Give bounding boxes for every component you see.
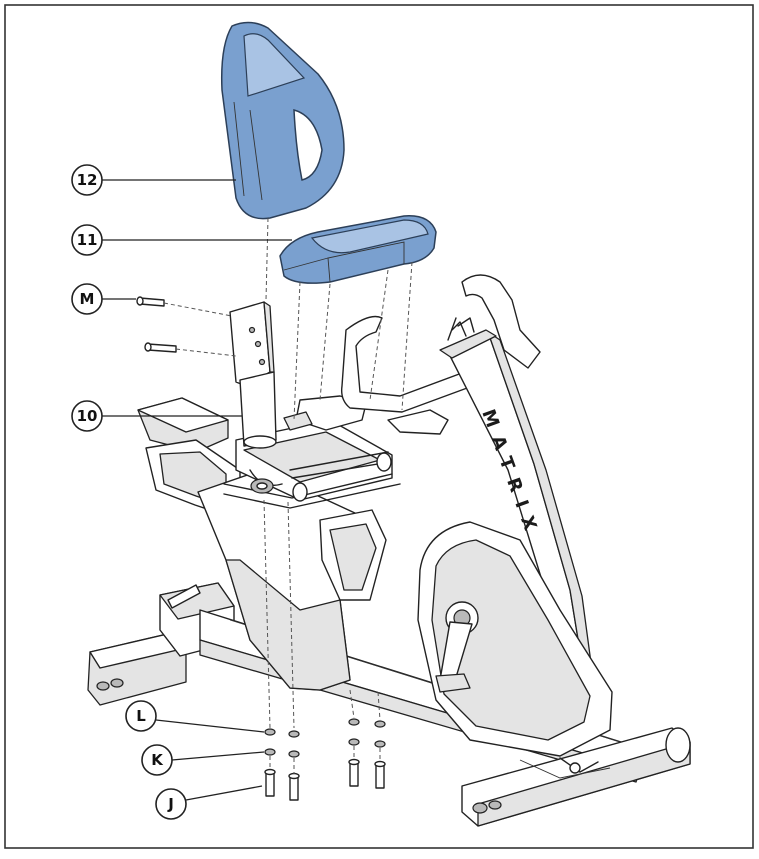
seat-cushion-part-11 bbox=[279, 215, 437, 284]
fasteners-jkl bbox=[264, 718, 386, 801]
seat-housing bbox=[137, 395, 449, 691]
bolts-part-m bbox=[136, 296, 237, 357]
callout-11: 11 bbox=[71, 224, 292, 256]
callout-j: J bbox=[155, 785, 263, 820]
seat-post-part-10 bbox=[229, 301, 277, 449]
diagram-border bbox=[4, 4, 754, 849]
callout-label-j: J bbox=[167, 795, 174, 813]
callout-label-11: 11 bbox=[77, 231, 98, 249]
callout-10: 10 bbox=[71, 400, 242, 432]
callout-label-m: M bbox=[80, 290, 95, 308]
callout-m: M bbox=[71, 283, 136, 315]
callout-k: K bbox=[141, 744, 265, 776]
callout-12: 12 bbox=[71, 164, 236, 196]
assembly-guide-lines bbox=[263, 217, 413, 729]
callout-label-10: 10 bbox=[77, 407, 98, 425]
callout-label-k: K bbox=[151, 751, 164, 769]
flywheel-shroud bbox=[417, 521, 613, 774]
backrest-part-12 bbox=[220, 21, 345, 220]
callout-label-12: 12 bbox=[77, 171, 98, 189]
callout-l: L bbox=[125, 700, 265, 733]
callout-label-l: L bbox=[136, 707, 146, 725]
